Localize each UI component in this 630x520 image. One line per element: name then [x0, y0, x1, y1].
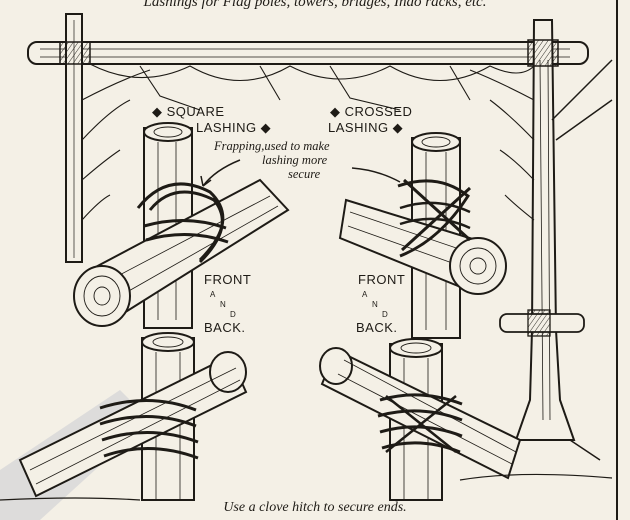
and-a-left: A [210, 290, 216, 299]
frapping-note-line2: lashing more [262, 153, 328, 167]
front-label-right: FRONT [358, 272, 406, 287]
frapping-note-line1: Frapping,used to make [214, 139, 330, 153]
front-label-left: FRONT [204, 272, 252, 287]
header-text: Lashings for Flag poles, towers, bridges… [143, 0, 487, 10]
ground-lines [0, 473, 613, 501]
caption: Use a clove hitch to secure ends. [223, 500, 407, 515]
square-lashing-drawing [73, 122, 290, 329]
and-a-right: A [362, 290, 368, 299]
and-d-left: D [230, 310, 236, 319]
rope-net [81, 63, 535, 221]
frapping-arrow-right [351, 167, 401, 183]
left-frame-post [59, 13, 91, 263]
and-d-right: D [382, 310, 388, 319]
crossed-lashing-back-drawing [319, 338, 522, 501]
right-frame-post [489, 19, 613, 461]
back-label-left: BACK. [204, 320, 246, 335]
frapping-arrow [202, 159, 241, 187]
and-n-left: N [220, 300, 226, 309]
and-n-right: N [372, 300, 378, 309]
square-lashing-label-line2: LASHING ◆ [196, 120, 272, 135]
square-lashing-back-drawing [18, 332, 248, 501]
top-frame-pole [27, 41, 589, 65]
crossed-lashing-label-line1: ◆ CROSSED [330, 104, 413, 119]
crossed-lashing-drawing [338, 132, 507, 339]
back-label-right: BACK. [356, 320, 398, 335]
crossed-lashing-label-line2: LASHING ◆ [328, 120, 404, 135]
frapping-note-line3: secure [288, 167, 321, 181]
square-lashing-label-line1: ◆ SQUARE [152, 104, 225, 119]
